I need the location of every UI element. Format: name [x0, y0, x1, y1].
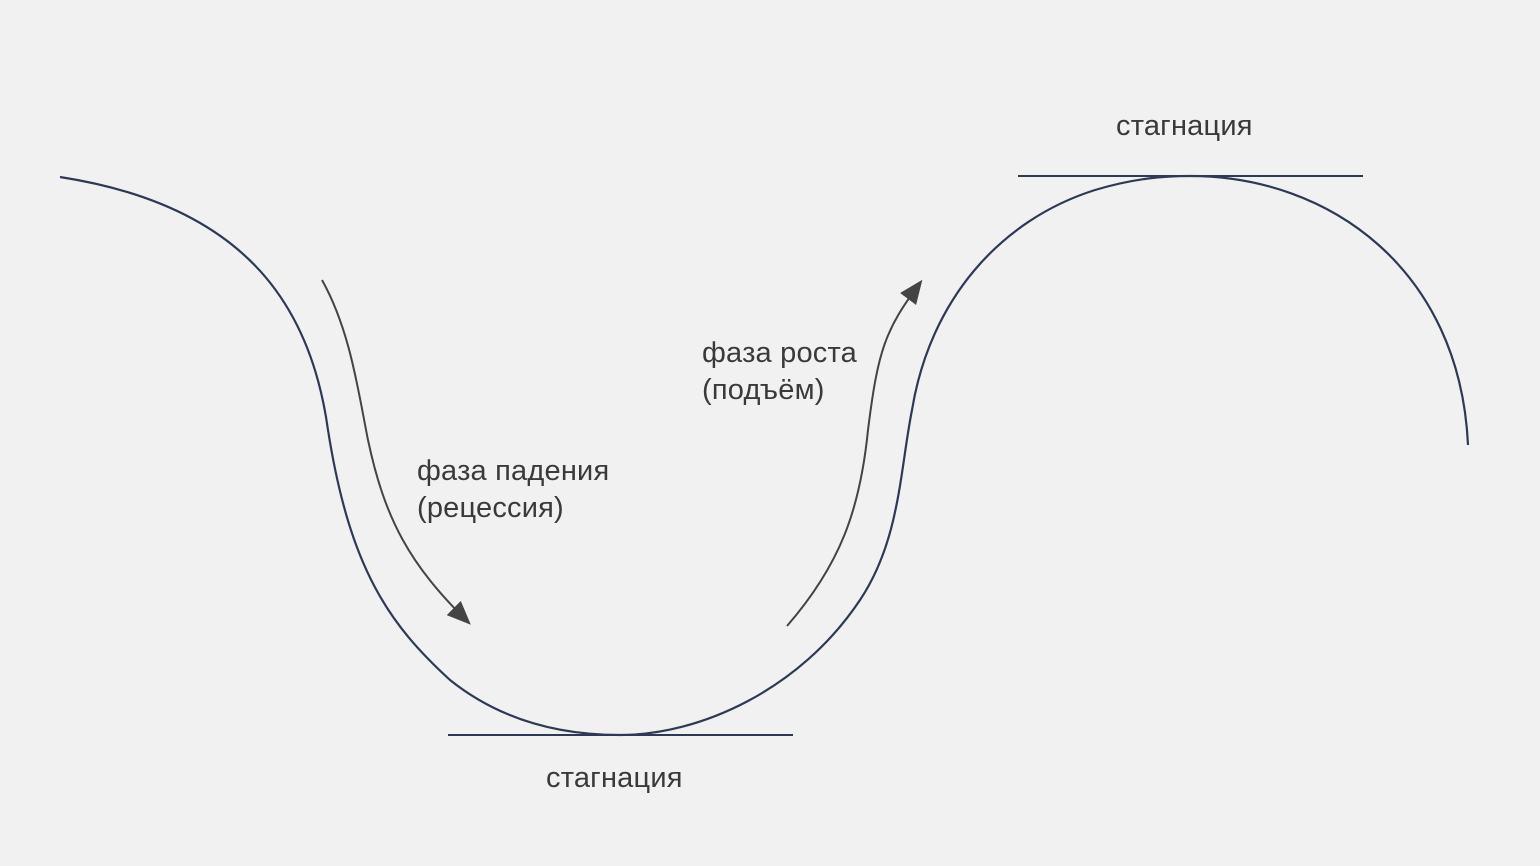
fall-phase-line2: (рецессия) — [417, 492, 564, 524]
rise-phase-line2: (подъём) — [702, 374, 825, 406]
bottom-stagnation-text: стагнация — [546, 762, 683, 794]
fall-phase-line1: фаза падения — [417, 455, 610, 487]
top-stagnation-text: стагнация — [1116, 110, 1253, 142]
top-stagnation-label: стагнация — [1116, 108, 1253, 145]
fall-arrow — [321, 279, 471, 625]
cycle-curve — [59, 174, 1470, 737]
rise-phase-line1: фаза роста — [702, 337, 857, 369]
rise-arrow — [786, 279, 923, 627]
fall-phase-label: фаза падения (рецессия) — [417, 453, 609, 527]
rise-phase-label: фаза роста (подъём) — [702, 335, 857, 409]
bottom-stagnation-label: стагнация — [546, 760, 683, 797]
